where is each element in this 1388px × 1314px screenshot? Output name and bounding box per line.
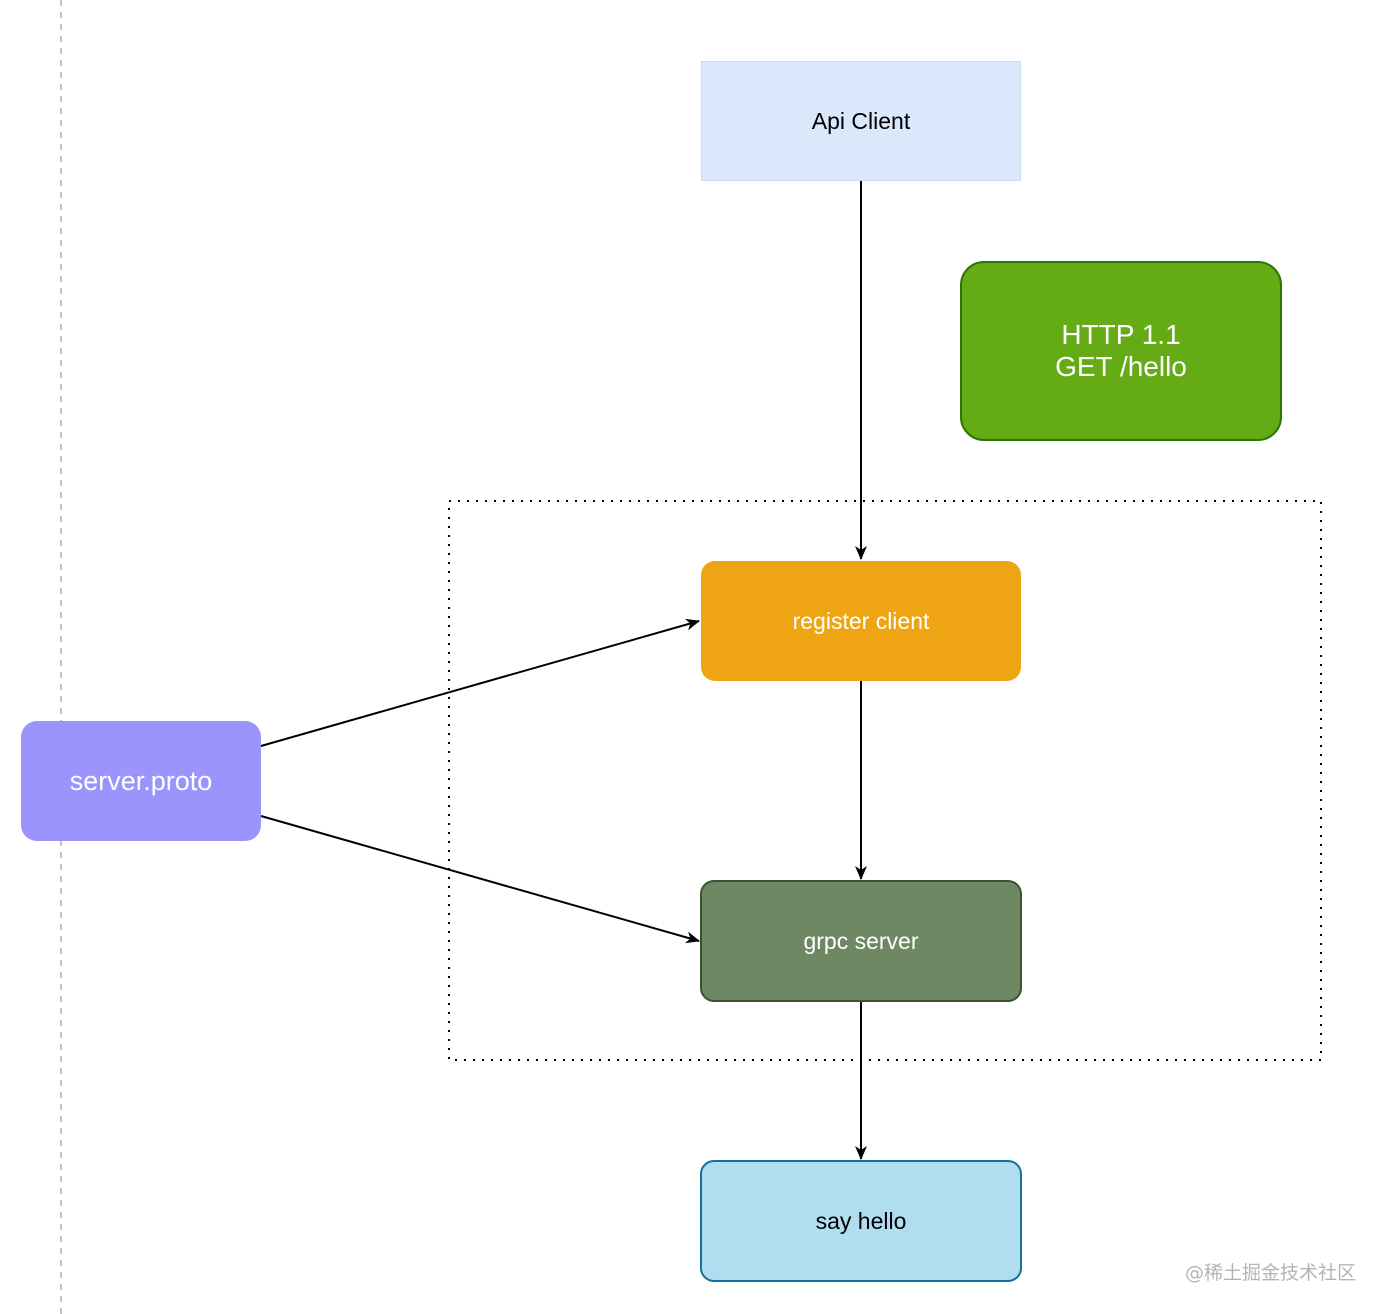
register-client-label: register client (792, 607, 930, 634)
say-hello-node: say hello (700, 1160, 1022, 1282)
register-client-node: register client (701, 561, 1021, 681)
api-client-label: Api Client (811, 107, 911, 134)
say-hello-label: say hello (815, 1207, 907, 1234)
http-request-node: HTTP 1.1 GET /hello (960, 261, 1282, 441)
api-client-node: Api Client (701, 61, 1021, 181)
edge-server-proto-to-grpc-server (260, 815, 700, 944)
edge-server-proto-to-register-client (260, 618, 700, 747)
watermark: @稀土掘金技术社区 (1184, 1262, 1356, 1284)
grpc-server-label: grpc server (803, 927, 919, 954)
http-request-label: HTTP 1.1 GET /hello (1055, 319, 1187, 382)
server-proto-node: server.proto (21, 721, 261, 841)
grpc-server-node: grpc server (700, 880, 1022, 1002)
server-proto-label: server.proto (69, 765, 213, 796)
